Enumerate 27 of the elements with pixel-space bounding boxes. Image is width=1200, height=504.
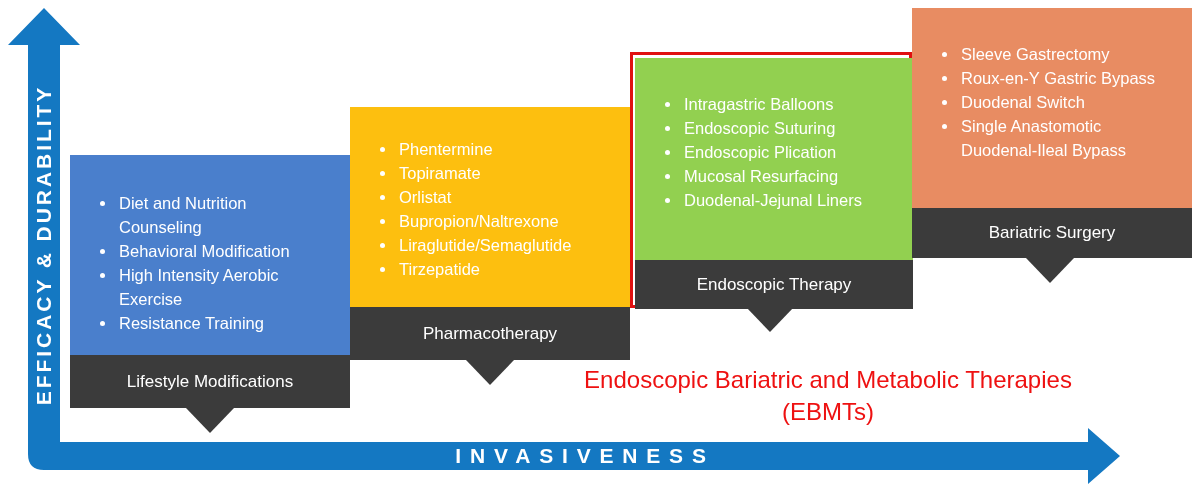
axis-label: INVASIVENESS (455, 443, 715, 470)
bullet-item: Endoscopic Suturing (684, 118, 836, 139)
bullet-item: Diet and Nutrition Counseling (119, 193, 248, 238)
bullet-item: Phentermine (399, 139, 493, 160)
bullet-item: Liraglutide/Semaglutide (399, 235, 572, 256)
bullet-item: Orlistat (399, 187, 452, 208)
bullet-item: Topiramate (399, 163, 481, 184)
bullet-item: Behavioral Modification (119, 241, 290, 262)
bullet-item: Sleeve Gastrectomy (961, 44, 1110, 65)
bullet-item: Duodenal Switch (961, 92, 1085, 113)
bullet-item: High Intensity Aerobic Exercise (119, 265, 280, 310)
bullet-item: Intragastric Balloons (684, 94, 834, 115)
bullet-item: Bupropion/Naltrexone (399, 211, 559, 232)
category-card (635, 58, 913, 260)
bullet-item: Single Anastomotic Duodenal-Ileal Bypass (961, 116, 1128, 161)
bullet-item: Duodenal-Jejunal Liners (684, 190, 862, 211)
axis-label: EFFICACY & DURABILITY (31, 84, 57, 406)
bullet-item: Tirzepatide (399, 259, 480, 280)
bullet-item: Endoscopic Plication (684, 142, 837, 163)
bullet-item: Mucosal Resurfacing (684, 166, 839, 187)
bullet-item: Resistance Training (119, 313, 264, 334)
category-card (350, 107, 630, 307)
category-card (912, 8, 1192, 208)
category-card (70, 155, 350, 355)
highlight-caption: Endoscopic Bariatric and Metabolic Therapies (EBMTs) (583, 365, 1073, 427)
bullet-item: Roux-en-Y Gastric Bypass (961, 68, 1156, 89)
highlight-frame (630, 52, 912, 308)
